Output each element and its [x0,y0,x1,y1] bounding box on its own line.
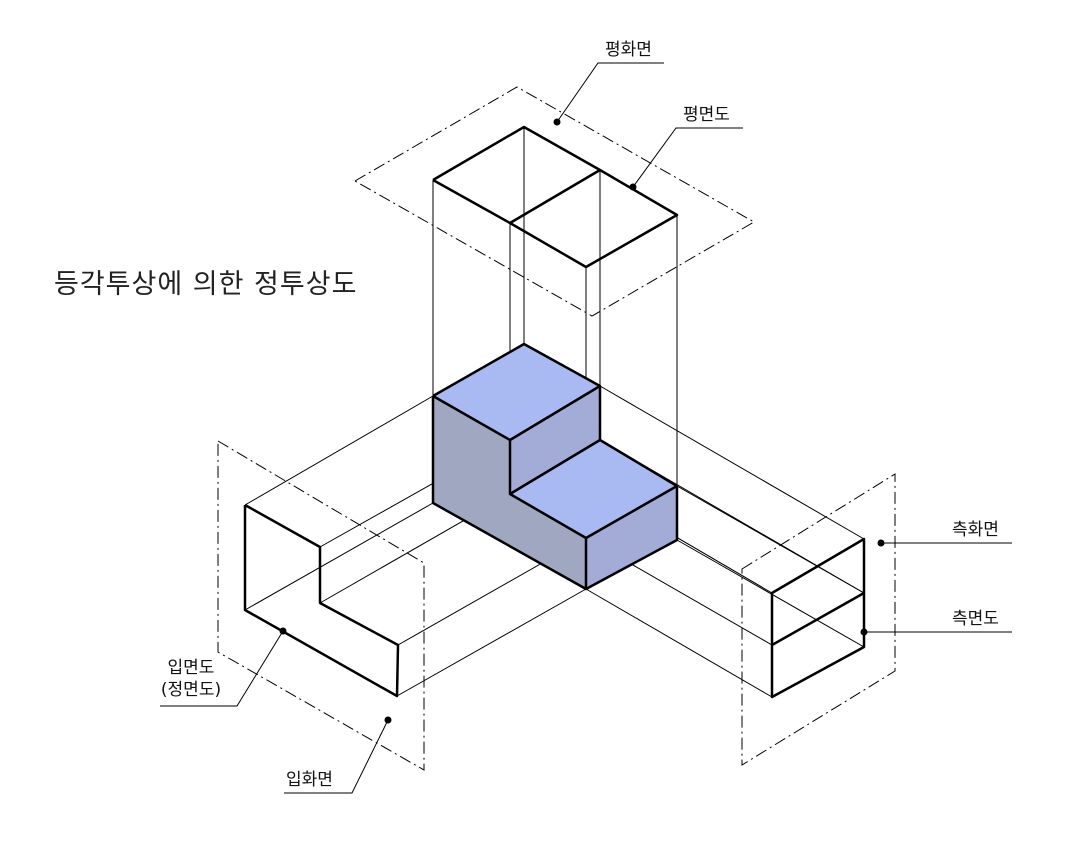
label-front-view-line2: (정면도) [160,680,222,700]
profile-plane-outline [741,473,896,766]
leader-dots [279,118,885,724]
side-view-drawing [770,537,866,699]
object-side-face-lower [586,486,677,589]
object-side-face-upper [510,386,600,494]
label-profile-plane: 측화면 [952,520,999,540]
frontal-plane-outline [217,440,425,771]
label-top-view: 평면도 [683,105,730,125]
label-side-view: 측면도 [952,609,999,629]
label-front-view: 입면도 (정면도) [146,657,236,701]
leader-lines [160,62,1012,794]
front-view-drawing [243,503,400,698]
label-horizontal-plane: 평화면 [605,40,652,60]
diagram-title: 등각투상에 의한 정투상도 [54,269,358,300]
isometric-object [431,342,679,591]
label-frontal-plane: 입화면 [286,770,333,790]
object-top-face-upper [433,344,600,440]
object-top-face-lower [510,440,677,538]
label-front-view-line1: 입면도 [167,658,215,678]
top-view-drawing [432,125,679,269]
